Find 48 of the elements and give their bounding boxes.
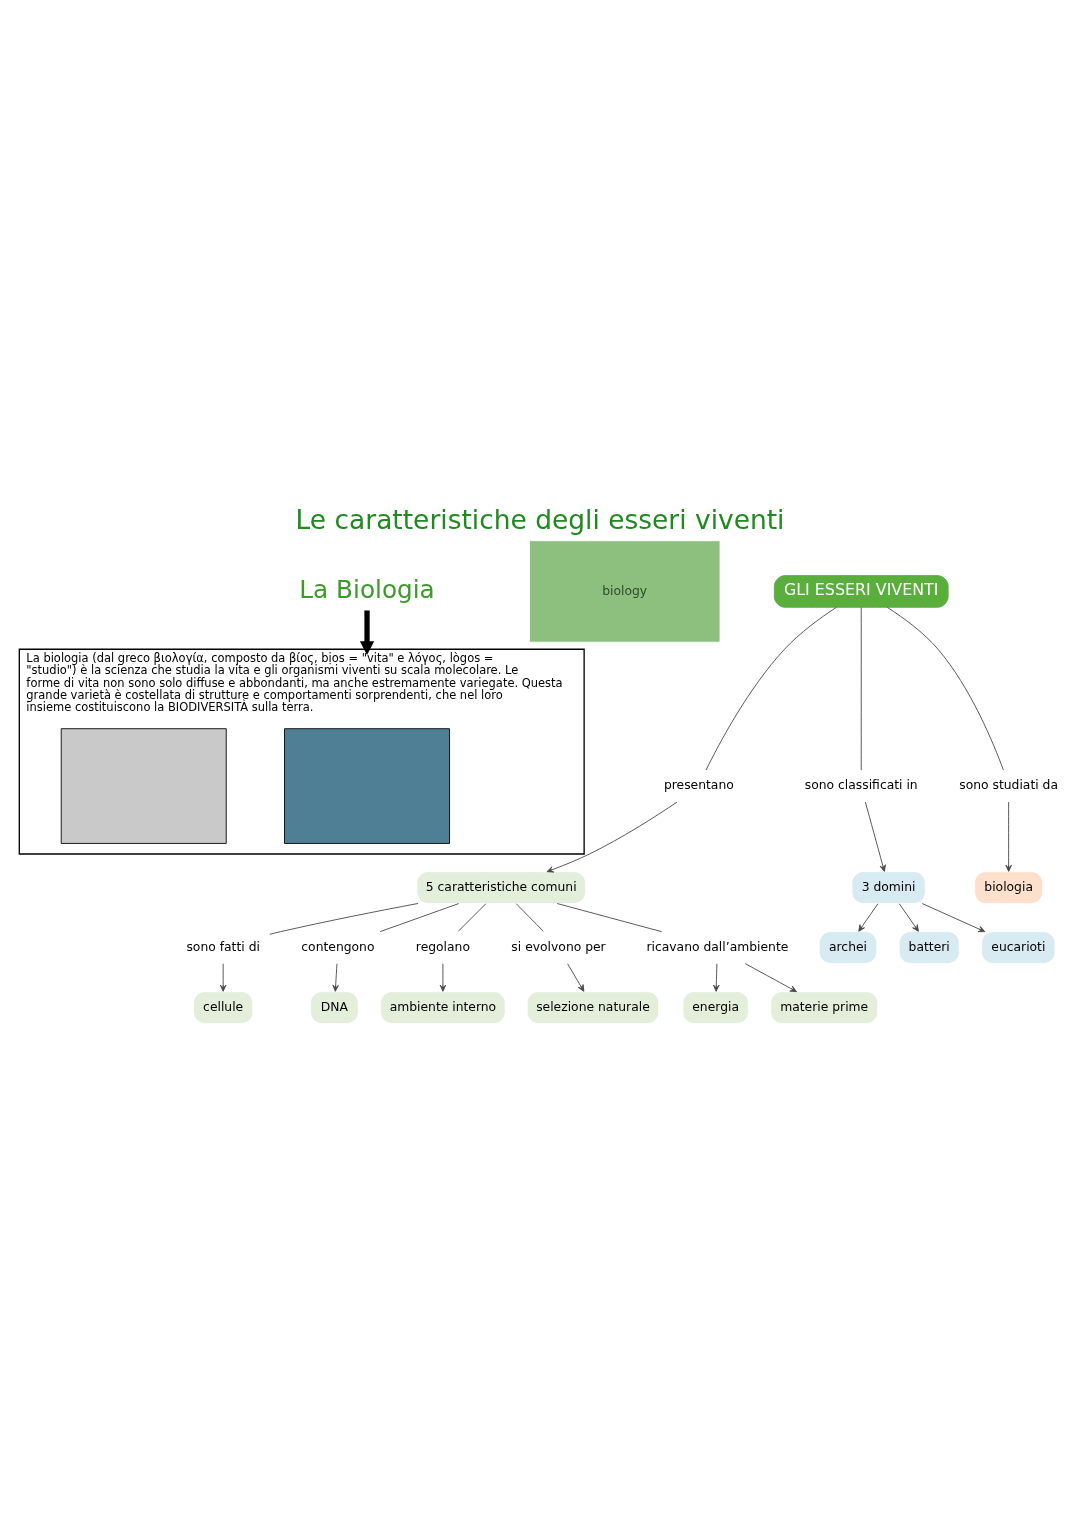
node-box: energia [682,990,749,1024]
node-text: sono fatti di [186,939,260,954]
arrow [921,902,986,932]
connector [269,902,419,935]
node-text: sono studiati da [959,777,1059,792]
node-box: materie prime [770,990,879,1024]
arrow [1005,801,1012,872]
node-text: regolano [415,939,470,954]
node-box: cellule [193,990,254,1024]
arrow [546,801,678,873]
node-box: biology [528,539,721,643]
connector [887,606,1004,770]
node-text: si evolvono per [511,939,606,954]
node-box: 3 domini [851,870,926,904]
node-text: ricavano dall’ambiente [646,939,789,954]
arrow [439,962,447,992]
cluster: La biologia (dal greco βιολογία, composto da βίος, bịos = "vita" e λόγος, lògos = "studio") è la scienza che studia la vita e gli organismi viventi su scala molecolare. Le forme di vita non sono solo diffuse e abbondanti, ma anche estremamente variegate. Questa grande varietà è costellata di strutture e comportamenti sorprendenti, che nel loro insieme costituiscono la BIODIVERSITÀ sulla terra. [18,648,585,855]
connector [556,902,663,932]
connector [379,902,460,932]
node-box [284,727,450,844]
node-box [60,727,227,844]
diagram-title: Le caratteristiche degli esseri viventi [295,503,785,535]
node-text: sono classificati in [804,777,918,792]
arrow [744,962,797,992]
node-text: presentano [663,777,734,792]
connector [457,902,487,932]
node-box: 5 caratteristiche comuni [416,870,586,904]
arrow [219,962,227,992]
arrow [332,962,339,992]
arrow [359,610,375,655]
node-box: ambiente interno [380,990,506,1024]
node-box: selezione naturale [526,990,660,1024]
node-box: batteri [898,930,960,964]
connector [860,606,862,771]
arrow [713,962,720,992]
arrow [858,902,879,932]
node-box: archei [818,930,878,964]
connector [515,902,544,932]
arrow [898,902,919,932]
node-box: biologia [974,870,1044,904]
node-text: La Biologia [299,574,435,604]
arrow [864,801,886,872]
node-text: contengono [301,939,375,954]
node-box: GLI ESSERI VIVENTI [773,574,949,608]
arrow [567,962,585,992]
node-box: eucarioti [981,930,1056,964]
node-box: DNA [310,990,359,1024]
connector [705,606,837,770]
